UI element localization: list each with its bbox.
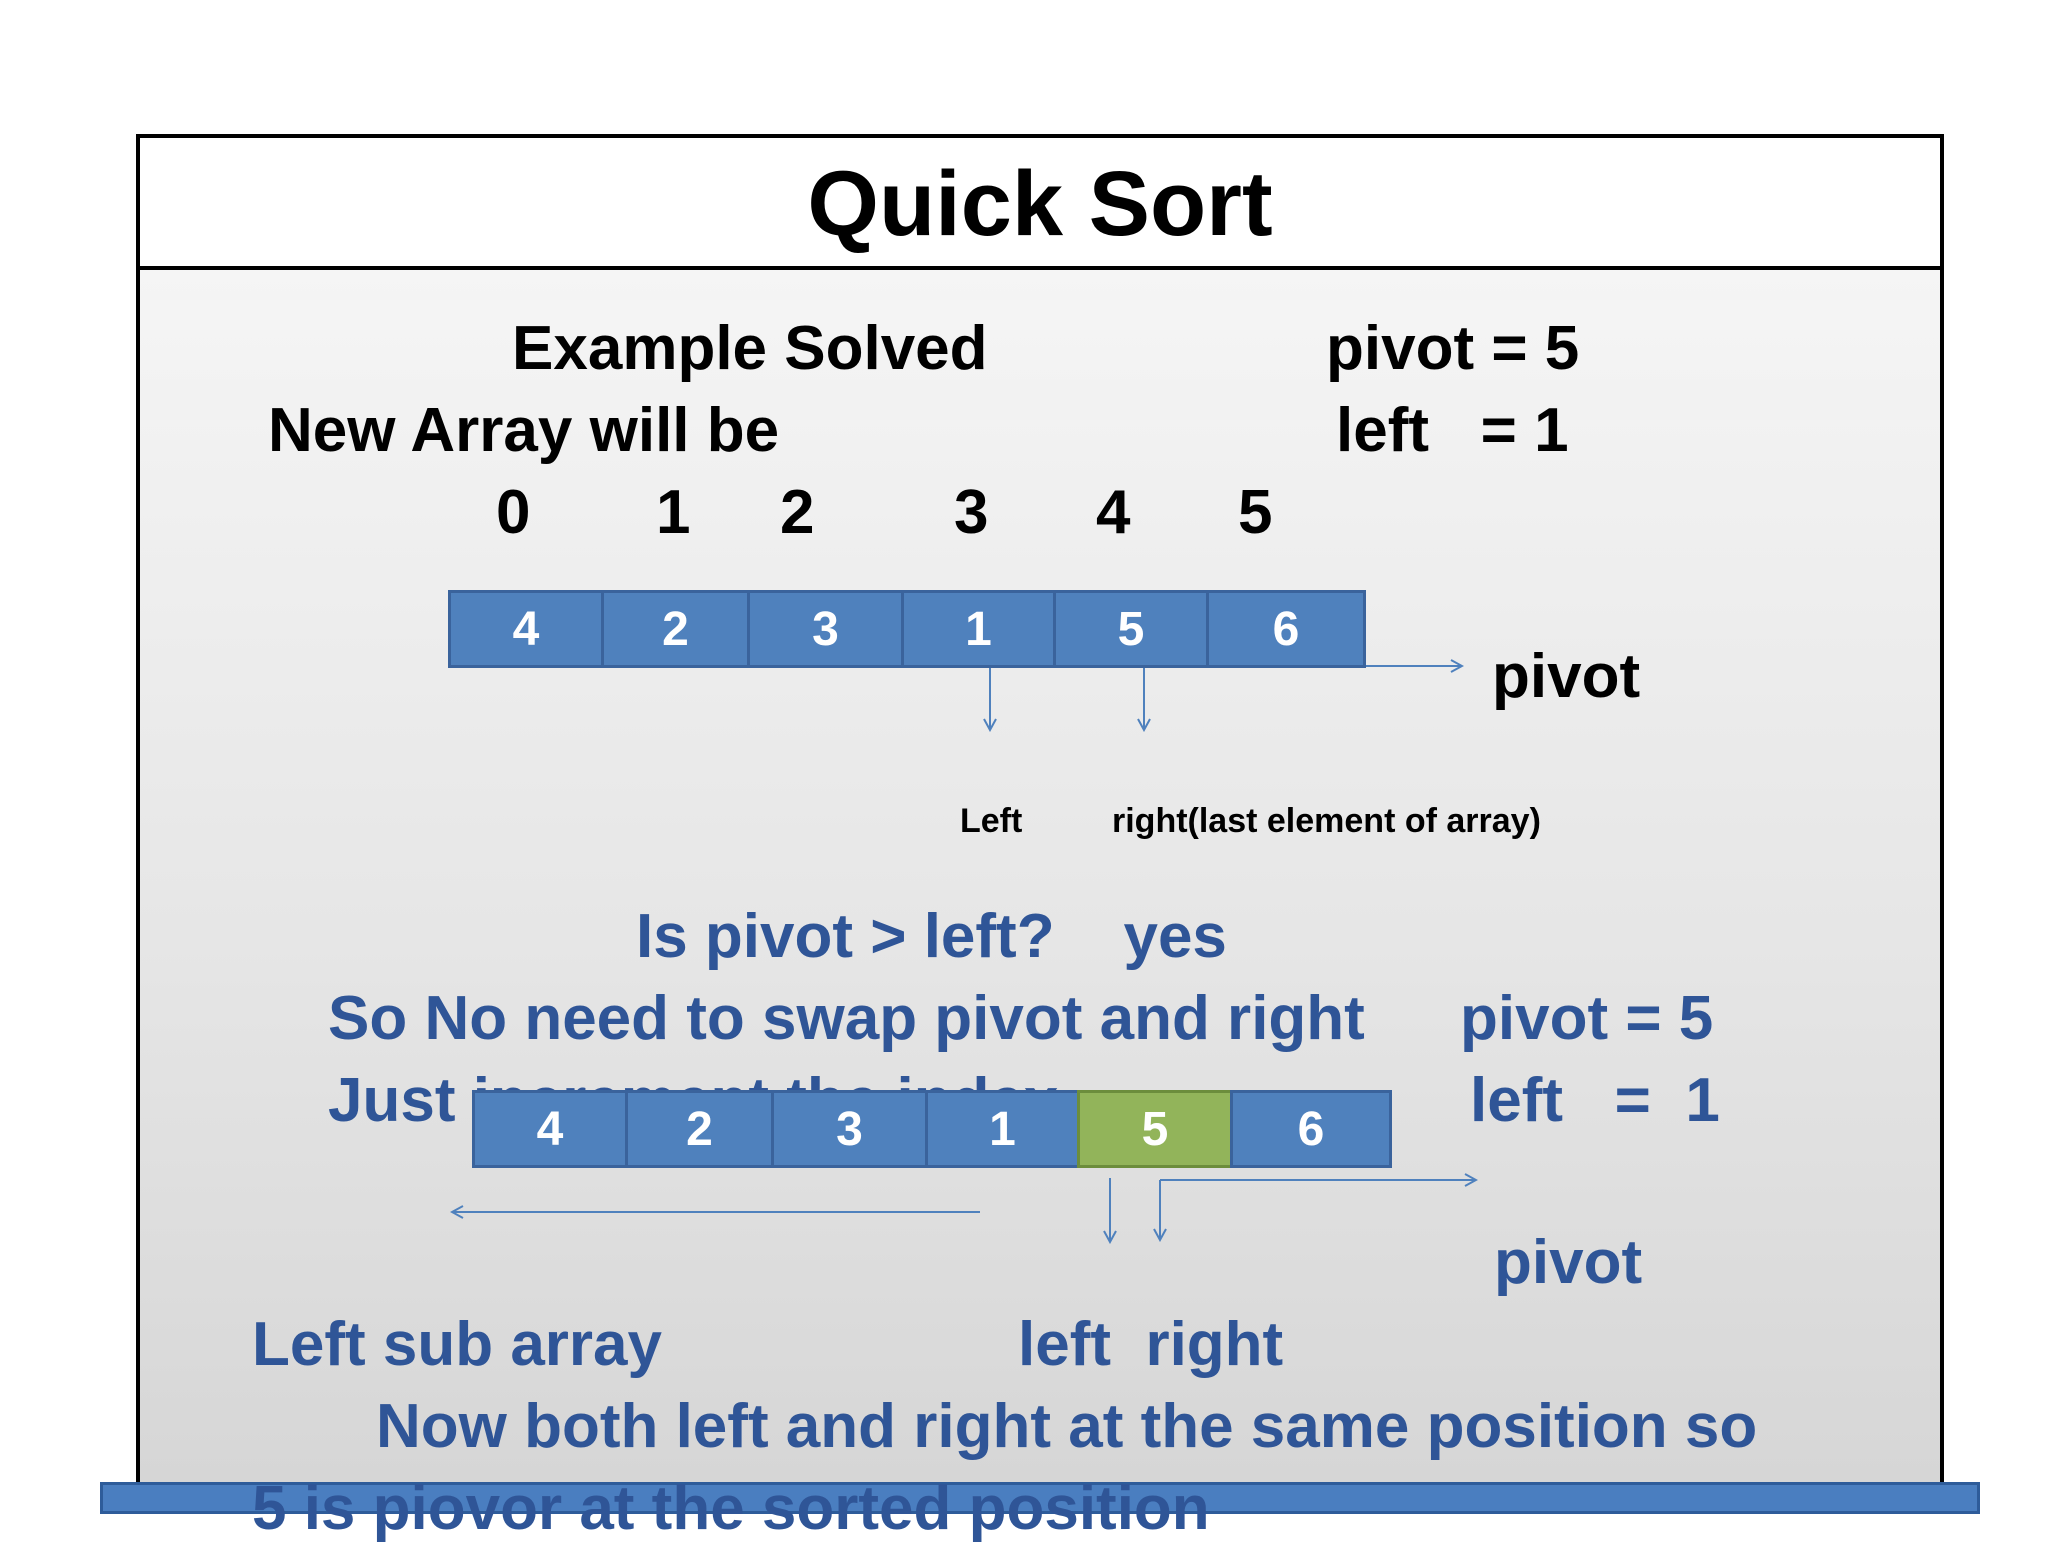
sorted-position-text: 5 is piovor at the sorted position — [252, 1474, 1210, 1543]
bottom-left-eq: left = 1 — [1470, 1066, 1720, 1135]
index-label: 4 — [1096, 478, 1131, 547]
array-cell: 2 — [601, 590, 750, 668]
bottom-bar — [100, 1482, 1980, 1514]
array-bottom: 4 2 3 1 5 6 — [472, 1090, 1392, 1168]
new-array-text: New Array will be — [268, 396, 780, 465]
array-cell-pivot: 5 — [1077, 1090, 1233, 1168]
slide-title: Quick Sort — [807, 153, 1273, 255]
title-box: Quick Sort — [136, 134, 1944, 270]
no-swap-text: So No need to swap pivot and right — [328, 984, 1365, 1053]
bottom-pivot-eq: pivot = 5 — [1460, 984, 1714, 1053]
array-cell: 6 — [1206, 590, 1366, 668]
left-sub-array-label: Left sub array — [252, 1310, 663, 1379]
top-left-eq: left = 1 — [1336, 396, 1569, 465]
content-area — [136, 270, 1944, 1484]
top-pivot-label: pivot — [1492, 642, 1641, 711]
index-label: 0 — [496, 478, 531, 547]
index-label: 3 — [954, 478, 989, 547]
array-cell: 5 — [1053, 590, 1209, 668]
now-both-text: Now both left and right at the same posi… — [376, 1392, 1758, 1461]
example-solved-text: Example Solved — [512, 314, 988, 383]
left-pointer-label: Left — [960, 802, 1023, 840]
bottom-pivot-label: pivot — [1494, 1228, 1643, 1297]
right-pointer-label: right(last element of array) — [1112, 802, 1541, 840]
array-cell: 6 — [1230, 1090, 1392, 1168]
array-top: 4 2 3 1 5 6 — [448, 590, 1366, 668]
index-label: 2 — [780, 478, 815, 547]
array-cell: 1 — [925, 1090, 1080, 1168]
index-label: 1 — [656, 478, 691, 547]
array-cell: 4 — [448, 590, 604, 668]
top-pivot-eq: pivot = 5 — [1326, 314, 1580, 383]
array-cell: 2 — [625, 1090, 774, 1168]
index-label: 5 — [1238, 478, 1273, 547]
pivot-question: Is pivot > left? yes — [636, 902, 1227, 971]
left-right-label: left right — [1018, 1310, 1284, 1379]
array-cell: 3 — [747, 590, 904, 668]
array-cell: 1 — [901, 590, 1056, 668]
